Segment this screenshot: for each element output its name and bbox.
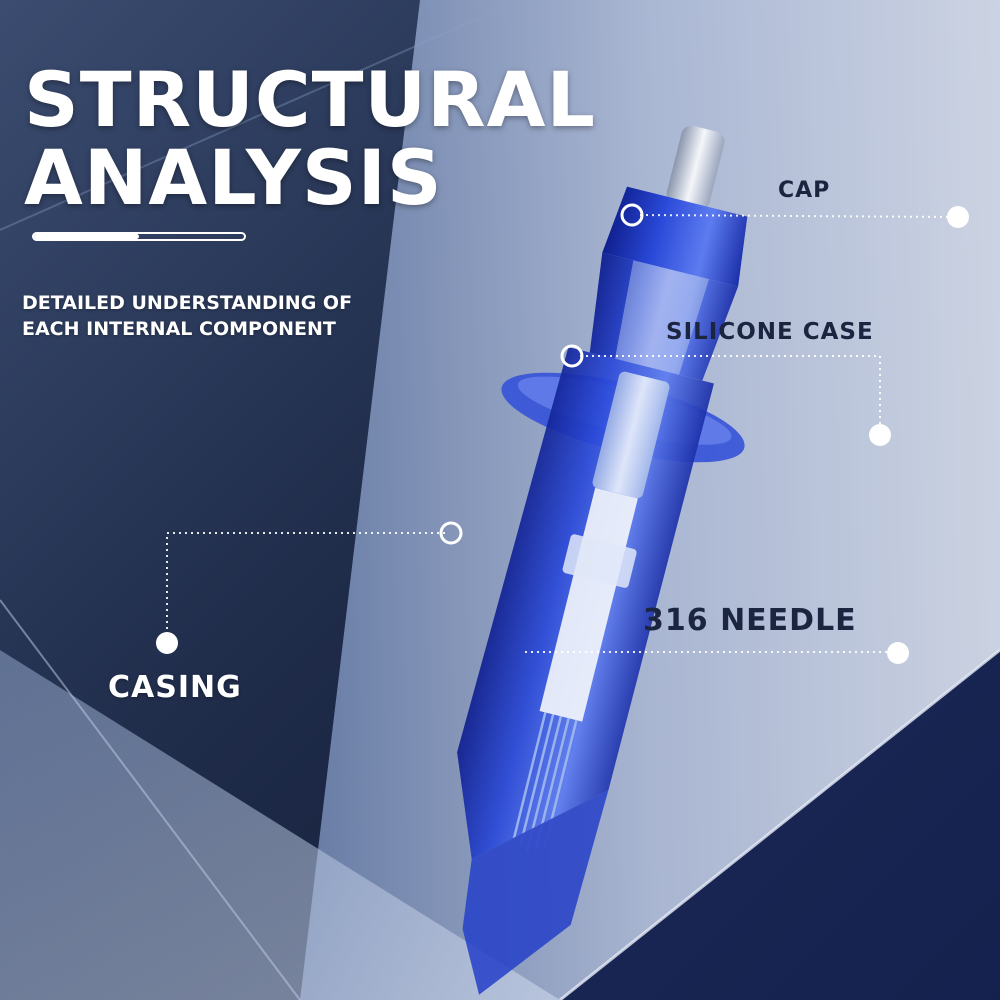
cap-marker-dot: [947, 206, 969, 228]
cartridge-illustration: [457, 125, 748, 995]
silicone-marker-dot: [869, 424, 891, 446]
subtitle-line-1: DETAILED UNDERSTANDING OF: [22, 292, 353, 314]
subtitle-line-2: EACH INTERNAL COMPONENT: [22, 318, 336, 340]
page-title-line-1: STRUCTURAL: [24, 55, 596, 144]
needle-marker-dot: [887, 642, 909, 664]
casing-marker-dot: [156, 632, 178, 654]
needle-label: 316 NEEDLE: [643, 603, 857, 638]
progress-bar: [32, 232, 246, 241]
cap-label: CAP: [778, 178, 831, 203]
progress-fill: [34, 234, 139, 239]
silicone-case-label: SILICONE CASE: [666, 319, 874, 345]
casing-label: CASING: [108, 670, 242, 705]
page-title-line-2: ANALYSIS: [24, 133, 443, 222]
